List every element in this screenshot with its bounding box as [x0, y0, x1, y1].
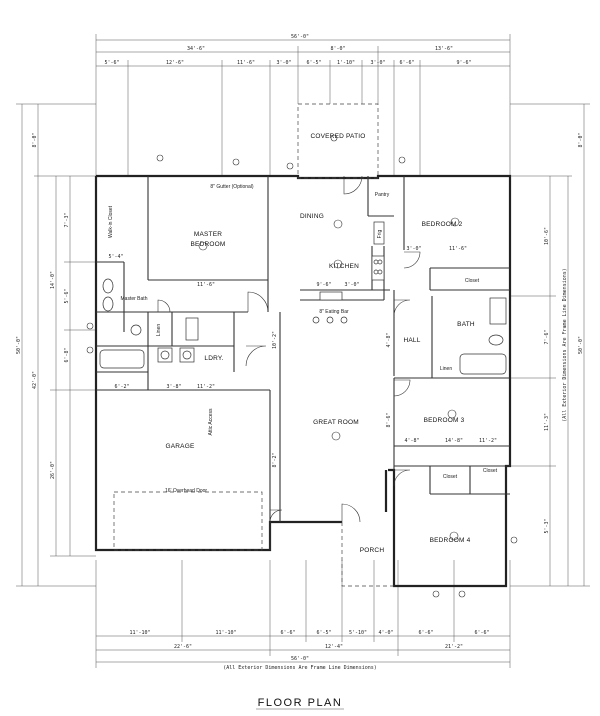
label-master-bath: Master Bath: [121, 296, 148, 302]
dim-left-i0: 7'-3": [64, 212, 70, 227]
dim-left-p1: 42'-0": [32, 371, 38, 389]
idim-20: 4'-8": [404, 438, 419, 444]
label-ldry: LDRY.: [204, 355, 223, 362]
dim-bot-r1-6: 6'-6": [418, 630, 433, 636]
bathtub-master: [99, 349, 145, 369]
idim-0: 5'-4": [108, 254, 123, 260]
dim-bot-r1-3: 6'-5": [316, 630, 331, 636]
dim-top-1: 34'-6": [187, 46, 205, 52]
dim-top-r3-6: 3'-0": [370, 60, 385, 66]
idim-9: 3'-0": [406, 246, 421, 252]
dim-left-p3: 26'-0": [50, 461, 56, 479]
label-master-bedroom-2: BEDROOM: [191, 241, 226, 248]
label-attic: Attic Access: [208, 408, 214, 435]
label-bedroom2: BEDROOM 2: [422, 221, 463, 228]
idim-1: 11'-6": [197, 282, 215, 288]
exterior-walls: [94, 103, 512, 588]
idim-15: 14'-8": [445, 438, 463, 444]
dim-top-r3-2: 11'-6": [237, 60, 255, 66]
label-porch: PORCH: [360, 547, 385, 554]
dim-bot-r2-0: 22'-6": [174, 644, 192, 650]
idim-12: 11'-2": [479, 438, 497, 444]
label-fridge: Frig: [377, 229, 383, 238]
dim-bot-r2-1: 12'-4": [325, 644, 343, 650]
interior-walls: [96, 176, 510, 550]
idim-7: 10'-2": [272, 331, 278, 349]
dim-left-overall: 50'-0": [16, 336, 22, 354]
dim-bot-r1-5: 4'-0": [378, 630, 393, 636]
idim-10: 8'-2": [272, 452, 278, 467]
dim-bot-r1-1: 11'-10": [215, 630, 236, 636]
idim-6: 3'-8": [166, 384, 181, 390]
label-overhead-door: 16' Overhead Door: [165, 488, 207, 494]
dim-left-p0: 8'-0": [32, 132, 38, 147]
dimension-text: 56'-0" 34'-6" 8'-0" 13'-6" 5'-6" 12'-6" …: [16, 34, 584, 671]
dim-right-p0: 8'-0": [578, 132, 584, 147]
label-garage: GARAGE: [165, 443, 194, 450]
dim-bot-r1-2: 6'-6": [280, 630, 295, 636]
idim-13: 4'-8": [386, 332, 392, 347]
dim-bot-r1-0: 11'-10": [129, 630, 150, 636]
dim-right-i1: 5'-3": [544, 518, 550, 533]
label-bedroom3: BEDROOM 3: [424, 417, 465, 424]
frame-dims-note-bottom: (All Exterior Dimensions Are Frame Line …: [223, 665, 377, 671]
dim-left-i4: 6'-8": [64, 347, 70, 362]
dim-overall-bottom: 56'-0": [291, 656, 309, 662]
room-labels: COVERED PATIO 8" Gutter (Optional) MASTE…: [108, 133, 498, 554]
label-gutter: 8" Gutter (Optional): [210, 184, 254, 190]
dim-top-r3-3: 3'-0": [276, 60, 291, 66]
idim-3: 9'-6": [316, 282, 331, 288]
dim-top-2: 8'-0": [330, 46, 345, 52]
dim-left-i2: 5'-6": [64, 288, 70, 303]
label-eating-bar: 8" Eating Bar: [319, 309, 349, 315]
dim-right-overall: 50'-0": [578, 336, 584, 354]
label-kitchen: KITCHEN: [329, 263, 359, 270]
label-bath: BATH: [457, 321, 475, 328]
dim-top-r3-7: 6'-6": [399, 60, 414, 66]
dim-bot-r2-2: 21'-2": [445, 644, 463, 650]
dim-top-r3-1: 12'-6": [166, 60, 184, 66]
label-great-room: GREAT ROOM: [313, 419, 359, 426]
drawing-title: FLOOR PLAN: [258, 697, 343, 709]
dim-bot-r1-4: 5'-10": [349, 630, 367, 636]
label-dining: DINING: [300, 213, 324, 220]
label-master-bedroom-1: MASTER: [194, 231, 222, 238]
label-closet-b2: Closet: [465, 278, 480, 284]
idim-14: 8'-6": [386, 412, 392, 427]
label-walk-in-closet: Walk-in Closet: [108, 205, 114, 238]
dimension-lines: [16, 34, 590, 668]
idim-4: 3'-0": [344, 282, 359, 288]
dim-bot-r1-7: 6'-6": [474, 630, 489, 636]
dim-right-i3: 7'-6": [544, 329, 550, 344]
label-hall: HALL: [403, 337, 420, 344]
dim-left-p2: 14'-0": [50, 271, 56, 289]
idim-8: 11'-6": [449, 246, 467, 252]
dim-top-3: 13'-6": [435, 46, 453, 52]
fixtures: [86, 134, 518, 598]
dim-overall-top: 56'-0": [291, 34, 309, 40]
dim-top-r3-4: 6'-5": [306, 60, 321, 66]
label-bedroom4: BEDROOM 4: [430, 537, 471, 544]
label-linen-master: Linen: [156, 324, 162, 336]
dim-top-r3-5: 1'-10": [337, 60, 355, 66]
frame-dims-note-right: (All Exterior Dimensions Are Frame Line …: [562, 268, 568, 422]
dim-right-i4: 11'-3": [544, 413, 550, 431]
dim-top-r3-8: 9'-6": [456, 60, 471, 66]
dim-right-i0: 10'-6": [544, 227, 550, 245]
label-closet-b3a: Closet: [443, 474, 458, 480]
label-linen-hall: Linen: [440, 366, 452, 372]
label-closet-b3b: Closet: [483, 468, 498, 474]
fridge: [373, 221, 385, 245]
idim-5: 6'-2": [114, 384, 129, 390]
idim-2: 11'-2": [197, 384, 215, 390]
label-pantry: Pantry: [375, 192, 390, 198]
dim-top-r3-0: 5'-6": [104, 60, 119, 66]
label-covered-patio: COVERED PATIO: [310, 133, 365, 140]
interior-dimension-text: 5'-4" 11'-6" 11'-2" 6'-2" 3'-8" 9'-6" 3'…: [108, 246, 497, 468]
bathtub-hall: [459, 353, 507, 375]
